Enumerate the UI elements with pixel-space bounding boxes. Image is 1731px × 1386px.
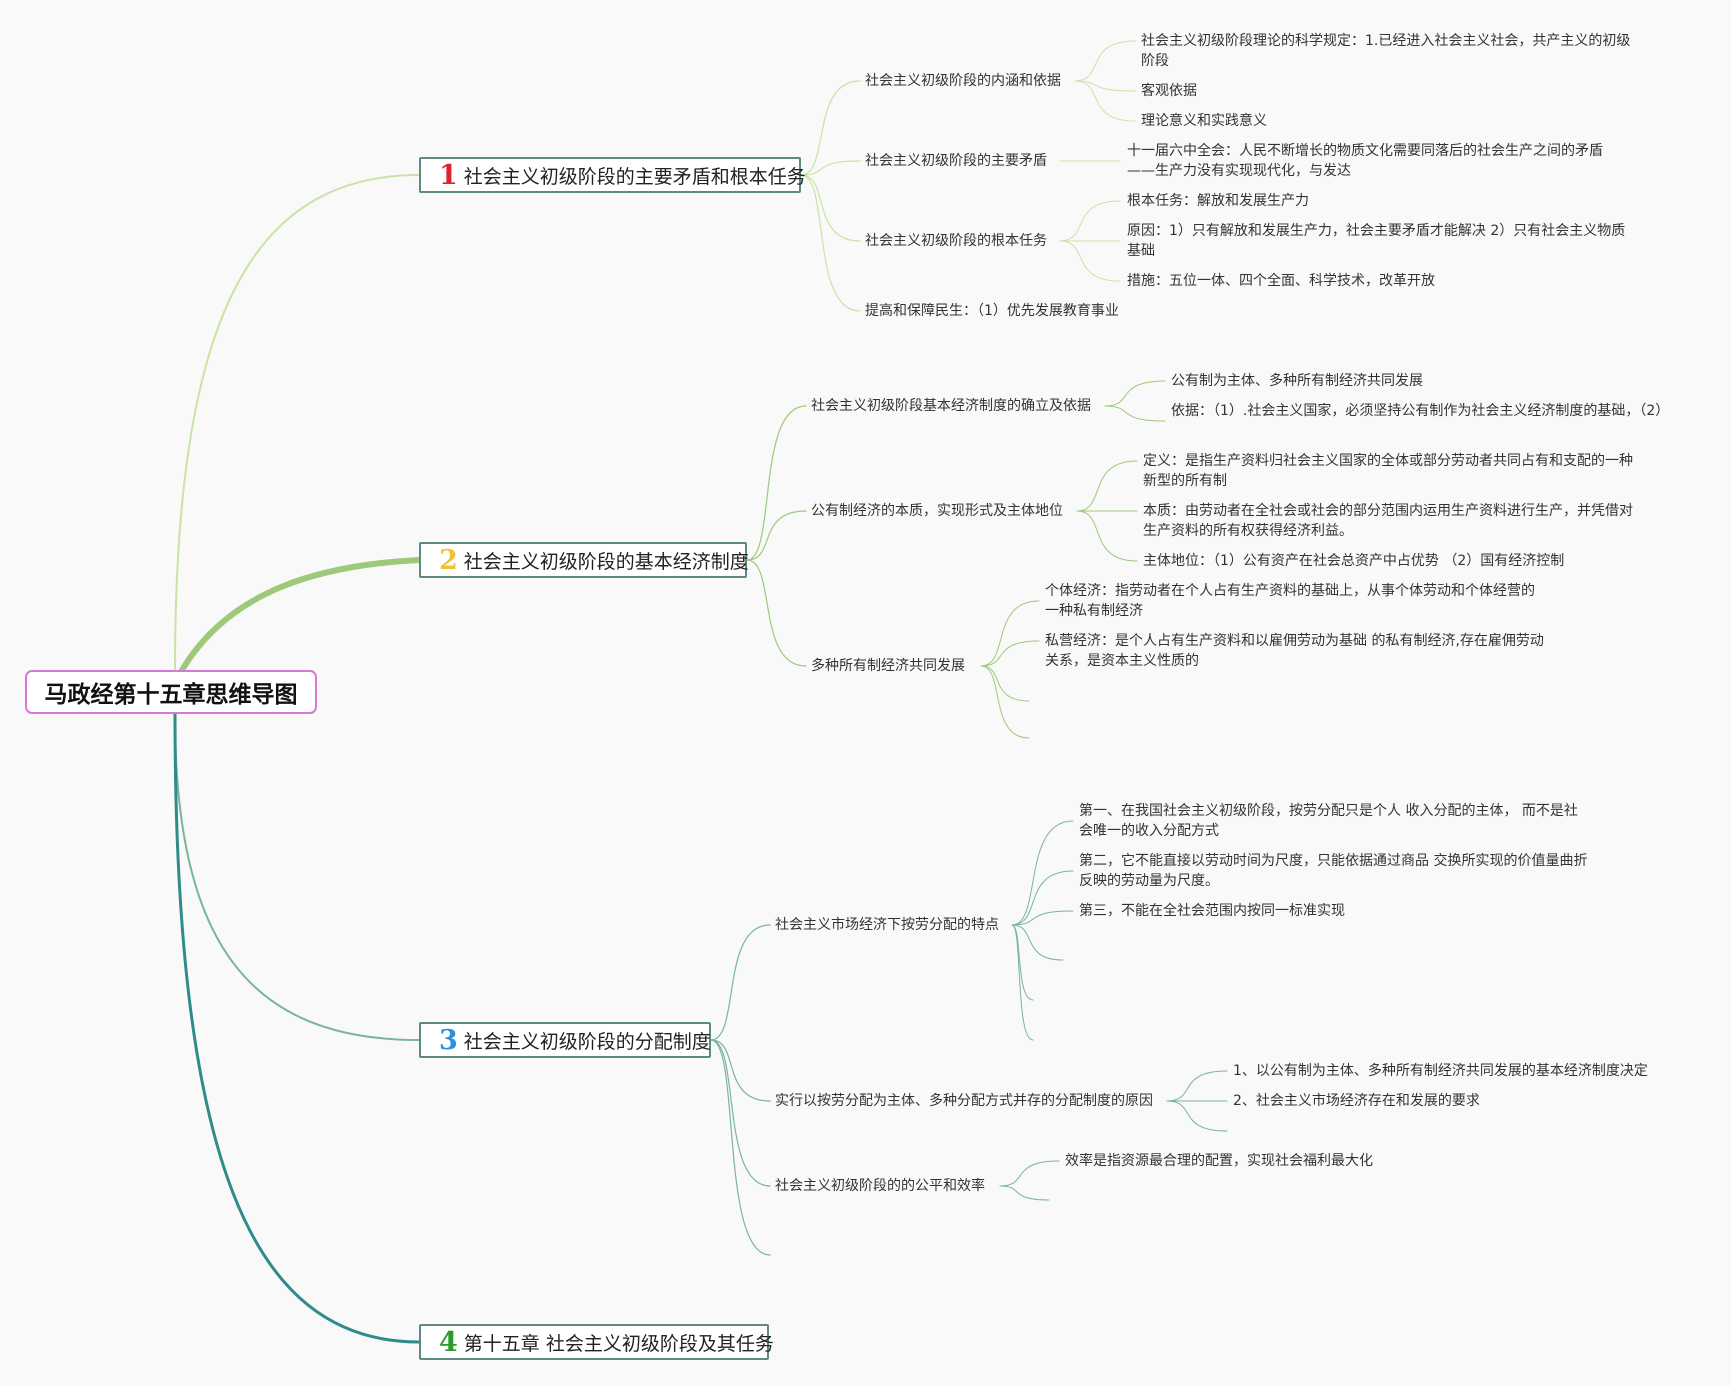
root-to-branch-3-line <box>174 713 420 1041</box>
topic-leaf-line <box>1059 240 1121 282</box>
branch-number-3-icon: 3 <box>439 1024 458 1056</box>
topic-leaf-line <box>1011 924 1034 1041</box>
topic-leaf-line <box>1166 1100 1228 1132</box>
topic-leaf-line <box>1059 200 1121 242</box>
leaf-2-1-2[interactable]: 依据：（1）.社会主义国家，必须坚持公有制作为社会主义经济制度的基础，（2） <box>1171 403 1670 419</box>
branch-number-1-icon: 1 <box>439 159 458 191</box>
leaf-3-2-1[interactable]: 1、以公有制为主体、多种所有制经济共同发展的基本经济制度决定 <box>1233 1063 1648 1079</box>
topic-leaf-line <box>1011 870 1074 926</box>
leaf-3-3-1[interactable]: 效率是指资源最合理的配置，实现社会福利最大化 <box>1065 1153 1373 1169</box>
topic-leaf-line <box>1104 380 1166 407</box>
leaf-1-1-2[interactable]: 客观依据 <box>1141 83 1197 99</box>
topic-leaf-line <box>1104 405 1166 422</box>
topic-leaf-line <box>1011 924 1034 1001</box>
topic-2-3[interactable]: 多种所有制经济共同发展 <box>811 658 965 674</box>
root-to-branch-2-line <box>179 557 422 673</box>
topic-leaf-line <box>1011 820 1074 926</box>
topic-1-1[interactable]: 社会主义初级阶段的内涵和依据 <box>865 73 1061 89</box>
topic-1-4[interactable]: 提高和保障民生：（1）优先发展教育事业 <box>865 303 1119 319</box>
leaf-3-1-3[interactable]: 第三，不能在全社会范围内按同一标准实现 <box>1079 903 1345 919</box>
topic-leaf-line <box>999 1185 1050 1201</box>
topic-leaf-line <box>980 665 1030 739</box>
branch-2-to-topic-line <box>746 559 807 667</box>
branch-4-title: 第十五章 社会主义初级阶段及其任务 <box>463 1332 774 1355</box>
branch-1-title: 社会主义初级阶段的主要矛盾和根本任务 <box>463 165 806 188</box>
branch-1-to-topic-line <box>800 160 861 176</box>
leaf-3-1-1[interactable]: 第一、在我国社会主义初级阶段，按劳分配只是个人 收入分配的主体， 而不是社会唯一… <box>1079 803 1578 839</box>
topic-3-1[interactable]: 社会主义市场经济下按劳分配的特点 <box>775 917 999 933</box>
root-to-branch-1-line <box>174 174 420 671</box>
leaf-3-2-2[interactable]: 2、社会主义市场经济存在和发展的要求 <box>1233 1093 1480 1109</box>
branch-3-to-topic-line <box>710 1039 771 1187</box>
topic-leaf-line <box>1076 460 1138 512</box>
topic-leaf-line <box>999 1160 1060 1187</box>
topic-leaf-line <box>1074 80 1136 122</box>
topic-leaf-line <box>1011 924 1064 961</box>
leaf-2-3-1[interactable]: 个体经济：指劳动者在个人占有生产资料的基础上，从事个体劳动和个体经营的一种私有制… <box>1045 583 1535 619</box>
root-node[interactable]: 马政经第十五章思维导图 <box>25 670 317 714</box>
leaf-1-1-1[interactable]: 社会主义初级阶段理论的科学规定：1.已经进入社会主义社会，共产主义的初级阶段 <box>1141 33 1631 69</box>
topic-1-2[interactable]: 社会主义初级阶段的主要矛盾 <box>865 153 1047 169</box>
branch-1-to-topic-line <box>800 174 861 242</box>
topic-leaf-line <box>980 640 1040 667</box>
topic-2-2[interactable]: 公有制经济的本质，实现形式及主体地位 <box>811 503 1063 519</box>
topic-3-2[interactable]: 实行以按劳分配为主体、多种分配方式并存的分配制度的原因 <box>775 1093 1153 1109</box>
topic-leaf-line <box>1011 910 1074 926</box>
leaf-3-1-2[interactable]: 第二，它不能直接以劳动时间为尺度，只能依据通过商品 交换所实现的价值量曲折反映的… <box>1079 853 1588 889</box>
branch-1-node[interactable]: 1 社会主义初级阶段的主要矛盾和根本任务 <box>419 157 806 193</box>
branch-number-2-icon: 2 <box>439 544 458 576</box>
branch-3-node[interactable]: 3 社会主义初级阶段的分配制度 <box>419 1022 711 1058</box>
branch-1-to-topic-line <box>800 174 861 312</box>
topic-leaf-line <box>980 600 1040 667</box>
branch-2-to-topic-line <box>746 510 807 561</box>
topic-leaf-line <box>1074 40 1136 82</box>
topic-3-3[interactable]: 社会主义初级阶段的的公平和效率 <box>775 1178 985 1194</box>
branch-3-to-topic-line <box>710 1039 771 1256</box>
branch-3-title: 社会主义初级阶段的分配制度 <box>463 1030 711 1053</box>
leaf-1-3-3[interactable]: 措施：五位一体、四个全面、科学技术，改革开放 <box>1127 273 1435 289</box>
root-title: 马政经第十五章思维导图 <box>44 682 298 708</box>
branch-2-title: 社会主义初级阶段的基本经济制度 <box>463 550 749 573</box>
leaf-2-3-2[interactable]: 私营经济：是个人占有生产资料和以雇佣劳动为基础 的私有制经济,存在雇佣劳动关系，… <box>1045 633 1544 669</box>
branch-1-to-topic-line <box>800 80 861 176</box>
topic-2-1[interactable]: 社会主义初级阶段基本经济制度的确立及依据 <box>811 398 1091 414</box>
leaf-2-2-2[interactable]: 本质：由劳动者在全社会或社会的部分范围内运用生产资料进行生产，并凭借对生产资料的… <box>1143 503 1633 539</box>
topic-1-3[interactable]: 社会主义初级阶段的根本任务 <box>865 233 1047 249</box>
leaf-2-2-3[interactable]: 主体地位：（1）公有资产在社会总资产中占优势 （2）国有经济控制 <box>1143 553 1565 569</box>
branch-number-4-icon: 4 <box>439 1326 458 1358</box>
topic-leaf-line <box>1076 510 1138 562</box>
leaf-1-2-1[interactable]: 十一届六中全会：人民不断增长的物质文化需要同落后的社会生产之间的矛盾——生产力没… <box>1127 143 1603 179</box>
branch-3-to-topic-line <box>710 924 771 1041</box>
topic-leaf-line <box>980 665 1030 702</box>
topic-leaf-line <box>1074 80 1136 92</box>
branch-4-node[interactable]: 4 第十五章 社会主义初级阶段及其任务 <box>419 1324 774 1360</box>
leaf-2-2-1[interactable]: 定义：是指生产资料归社会主义国家的全体或部分劳动者共同占有和支配的一种新型的所有… <box>1143 453 1633 489</box>
leaf-1-3-1[interactable]: 根本任务：解放和发展生产力 <box>1127 193 1309 209</box>
branch-2-to-topic-line <box>746 405 807 561</box>
branch-2-node[interactable]: 2 社会主义初级阶段的基本经济制度 <box>419 542 749 578</box>
leaf-1-3-2[interactable]: 原因：1）只有解放和发展生产力，社会主要矛盾才能解决 2）只有社会主义物质基础 <box>1127 223 1626 259</box>
leaf-2-1-1[interactable]: 公有制为主体、多种所有制经济共同发展 <box>1171 373 1423 389</box>
root-to-branch-4-line <box>173 712 421 1344</box>
leaf-1-1-3[interactable]: 理论意义和实践意义 <box>1141 113 1267 129</box>
topic-leaf-line <box>1166 1070 1228 1102</box>
branch-3-to-topic-line <box>710 1039 771 1102</box>
